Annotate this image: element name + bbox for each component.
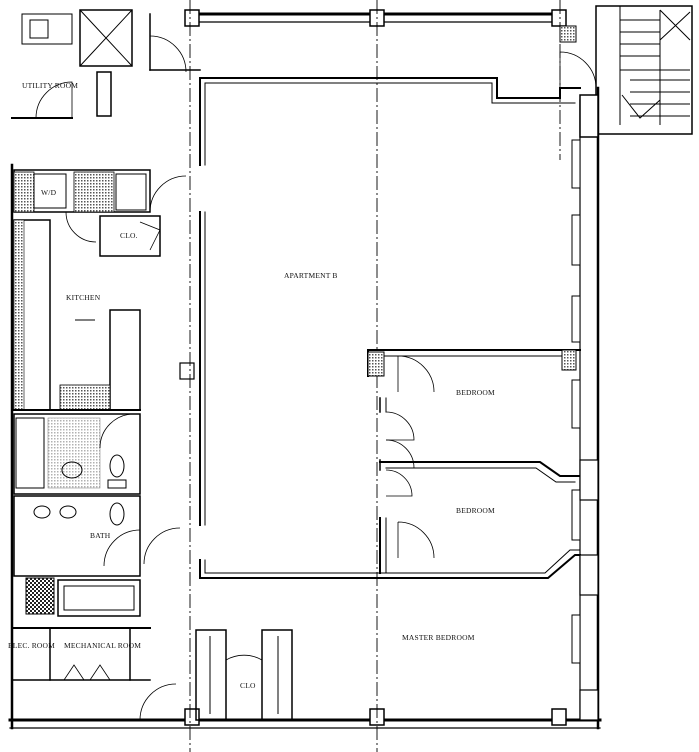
service-zone xyxy=(11,9,293,721)
label-utility-room: UTILITY ROOM xyxy=(22,81,78,90)
label-closet-small: CLO. xyxy=(120,231,138,240)
room-labels: UTILITY ROOM W/D CLO. KITCHEN APARTMENT … xyxy=(8,81,495,690)
apartment-outline xyxy=(149,13,581,579)
label-mechanical-room: MECHANICAL ROOM xyxy=(64,641,141,650)
label-elec-room: ELEC. ROOM xyxy=(8,641,55,650)
label-wd: W/D xyxy=(41,188,57,197)
label-bedroom-1: BEDROOM xyxy=(456,388,495,397)
label-master-bedroom: MASTER BEDROOM xyxy=(402,633,475,642)
columns xyxy=(179,9,577,726)
bedroom-walls xyxy=(367,349,581,574)
windows xyxy=(571,94,599,721)
label-apartment-b: APARTMENT B xyxy=(284,271,338,280)
label-bedroom-2: BEDROOM xyxy=(456,506,495,515)
label-closet-lower: CLO xyxy=(240,681,256,690)
entry-door xyxy=(559,51,597,89)
label-bath: BATH xyxy=(90,531,111,540)
label-kitchen: KITCHEN xyxy=(66,293,101,302)
stairs xyxy=(619,6,691,125)
